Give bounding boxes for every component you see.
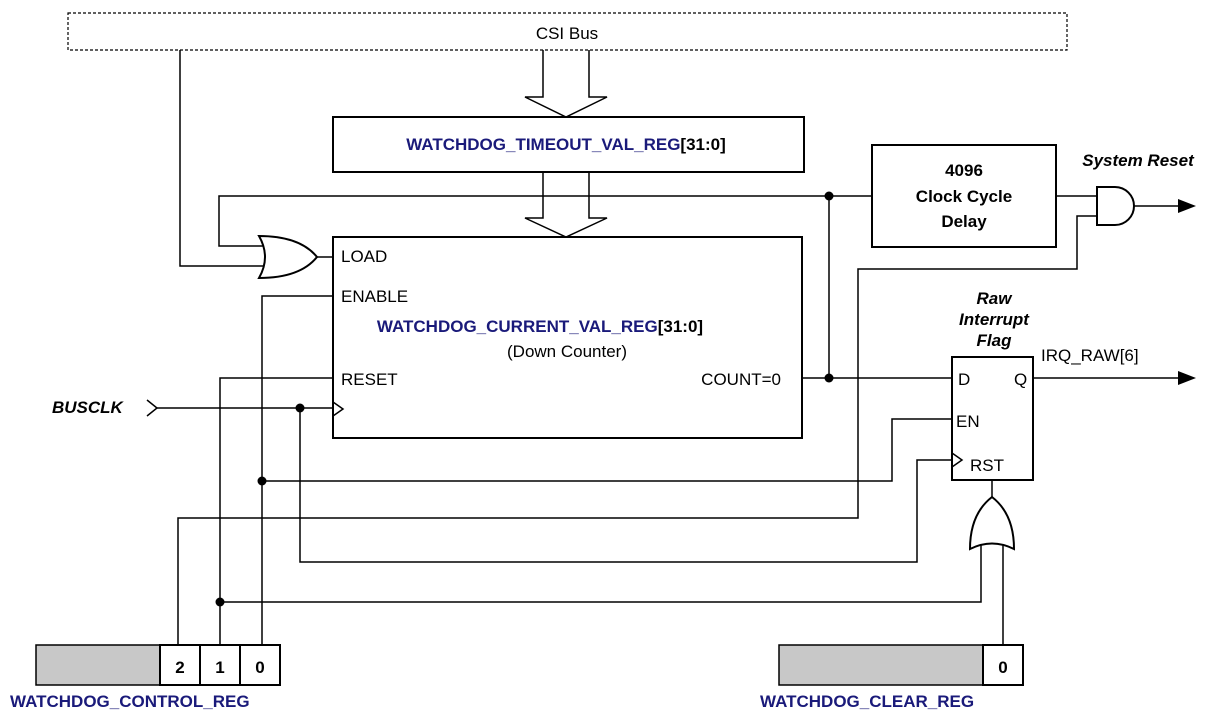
ff-en-label: EN <box>956 412 980 431</box>
busclk-input-symbol <box>146 399 159 417</box>
raw-flag-flipflop <box>951 356 1034 481</box>
clear-reg-bit-0 <box>982 644 1024 686</box>
control-bit-0-label: 0 <box>255 658 264 677</box>
system-reset-label: System Reset <box>1082 151 1195 170</box>
down-counter-label: (Down Counter) <box>507 342 627 361</box>
irq-arrowhead <box>1178 371 1196 385</box>
clear-reg-name: WATCHDOG_CLEAR_REG <box>760 692 974 711</box>
enable-port-label: ENABLE <box>341 287 408 306</box>
csi-bus-label: CSI Bus <box>536 24 598 43</box>
rst-or-gate <box>968 495 1016 551</box>
irq-raw-label: IRQ_RAW[6] <box>1041 346 1139 365</box>
current-reg-label: WATCHDOG_CURRENT_VAL_REG[31:0] <box>377 317 703 336</box>
ff-q-label: Q <box>1014 370 1027 389</box>
ff-d-label: D <box>958 370 970 389</box>
control-bit-1-label: 1 <box>215 658 224 677</box>
control-reg-bit-0 <box>239 644 281 686</box>
current-reg-box <box>332 236 803 439</box>
control-bit-2-label: 2 <box>175 658 184 677</box>
delay-line3: Delay <box>941 212 987 231</box>
control-reg-bit-1 <box>199 644 241 686</box>
delay-line2: Clock Cycle <box>916 187 1012 206</box>
raw-flag-line2: Interrupt <box>959 310 1030 329</box>
control-reg-name: WATCHDOG_CONTROL_REG <box>10 692 250 711</box>
control-reg-unused-bits <box>35 644 161 686</box>
bus-to-timeout-arrow <box>524 50 608 118</box>
load-port-label: LOAD <box>341 247 387 266</box>
system-reset-arrowhead <box>1178 199 1196 213</box>
busclk-label: BUSCLK <box>52 398 125 417</box>
timeout-to-current-arrow <box>524 172 608 238</box>
system-reset-and-gate <box>1096 186 1135 226</box>
load-or-gate <box>257 234 319 280</box>
raw-flag-line1: Raw <box>977 289 1014 308</box>
reset-port-label: RESET <box>341 370 398 389</box>
counter-clock-wedge <box>332 401 345 417</box>
ff-rst-label: RST <box>970 456 1004 475</box>
timeout-reg-label: WATCHDOG_TIMEOUT_VAL_REG[31:0] <box>406 135 726 154</box>
raw-flag-line3: Flag <box>977 331 1013 350</box>
count-port-label: COUNT=0 <box>701 370 781 389</box>
control-reg-bit-2 <box>159 644 201 686</box>
clear-bit-0-label: 0 <box>998 658 1007 677</box>
timeout-reg-box <box>332 116 805 173</box>
csi-bus-box <box>67 12 1068 51</box>
ff-clock-wedge <box>951 452 964 468</box>
delay-line1: 4096 <box>945 161 983 180</box>
clear-reg-unused-bits <box>778 644 984 686</box>
